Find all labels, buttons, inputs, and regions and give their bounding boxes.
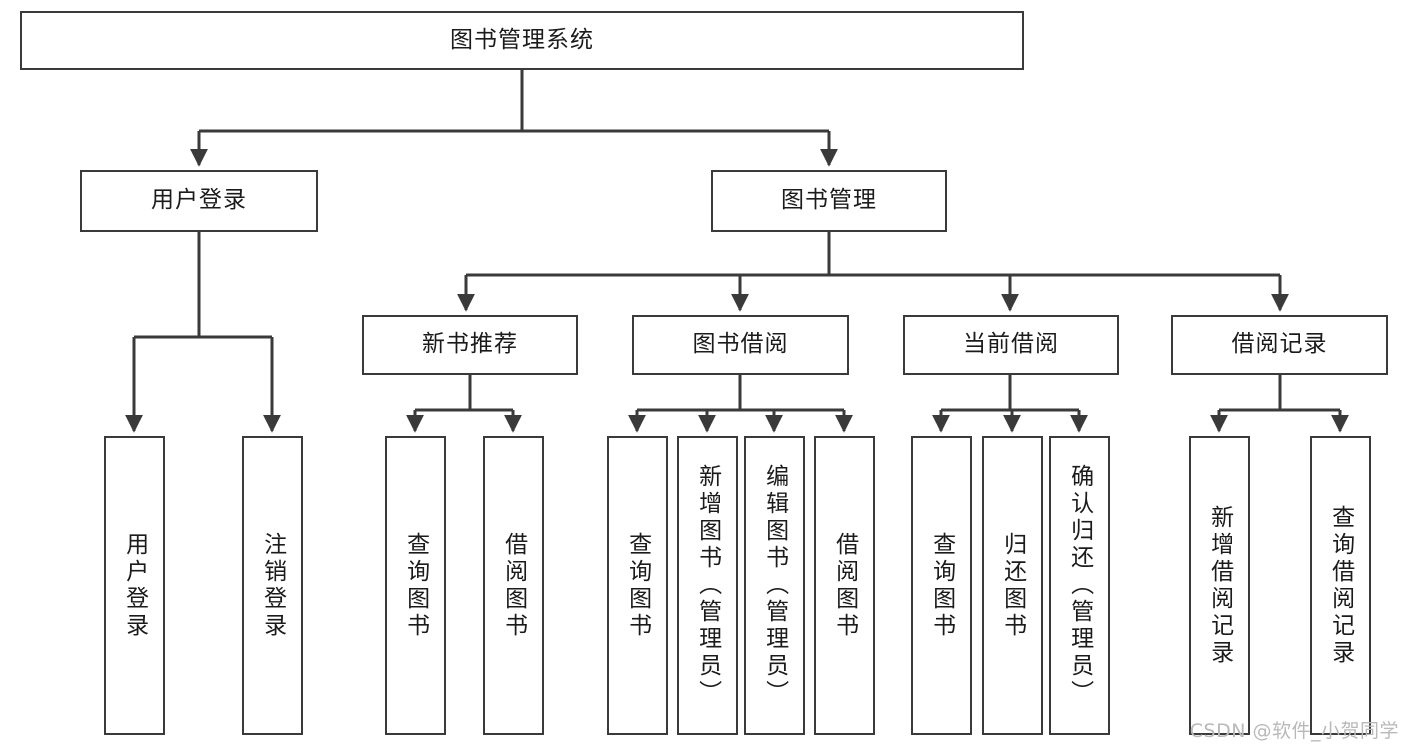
leaf-label: 借阅图书 <box>831 531 858 640</box>
leaf-node[interactable]: 归还图书 <box>982 436 1043 735</box>
node-current-borrow[interactable]: 当前借阅 <box>903 315 1119 375</box>
node-book-borrow[interactable]: 图书借阅 <box>632 315 849 375</box>
leaf-label: 用户登录 <box>121 531 148 640</box>
leaf-node[interactable]: 查询图书 <box>607 436 668 735</box>
leaf-node[interactable]: 查询图书 <box>385 436 446 735</box>
node-root-label: 图书管理系统 <box>450 26 594 53</box>
leaf-label: 归还图书 <box>999 531 1026 640</box>
node-borrow-record[interactable]: 借阅记录 <box>1171 315 1388 375</box>
leaf-label: 查询图书 <box>402 531 429 640</box>
node-book-management-label: 图书管理 <box>781 187 877 214</box>
leaf-node[interactable]: 编辑图书（管理员） <box>744 436 805 735</box>
node-book-borrow-label: 图书借阅 <box>692 331 789 358</box>
node-root[interactable]: 图书管理系统 <box>20 11 1024 70</box>
node-current-borrow-label: 当前借阅 <box>963 331 1059 358</box>
csdn-watermark: CSDN @软件_小贺同学 <box>1189 720 1399 742</box>
node-book-management[interactable]: 图书管理 <box>711 170 947 232</box>
leaf-label: 新增图书（管理员） <box>694 464 721 707</box>
node-user-login[interactable]: 用户登录 <box>80 170 318 232</box>
leaf-label: 注销登录 <box>259 531 286 640</box>
leaf-label: 确认归还（管理员） <box>1066 464 1093 707</box>
leaf-label: 新增借阅记录 <box>1206 504 1233 667</box>
leaf-node[interactable]: 查询图书 <box>911 436 972 735</box>
leaf-label: 查询图书 <box>928 531 955 640</box>
leaf-node[interactable]: 借阅图书 <box>483 436 544 735</box>
leaf-node[interactable]: 借阅图书 <box>814 436 875 735</box>
leaf-node[interactable]: 注销登录 <box>242 436 303 735</box>
node-user-login-label: 用户登录 <box>151 187 247 214</box>
leaf-label: 编辑图书（管理员） <box>761 464 788 707</box>
node-borrow-record-label: 借阅记录 <box>1231 331 1328 358</box>
leaf-node[interactable]: 查询借阅记录 <box>1310 436 1371 735</box>
leaf-label: 查询图书 <box>624 531 651 640</box>
leaf-label: 查询借阅记录 <box>1327 504 1354 667</box>
leaf-node[interactable]: 新增图书（管理员） <box>677 436 738 735</box>
leaf-node[interactable]: 确认归还（管理员） <box>1049 436 1110 735</box>
leaf-label: 借阅图书 <box>500 531 527 640</box>
leaf-node[interactable]: 新增借阅记录 <box>1189 436 1250 735</box>
node-new-book-recommend[interactable]: 新书推荐 <box>362 315 578 375</box>
node-new-book-recommend-label: 新书推荐 <box>422 331 518 358</box>
leaf-node[interactable]: 用户登录 <box>104 436 165 735</box>
